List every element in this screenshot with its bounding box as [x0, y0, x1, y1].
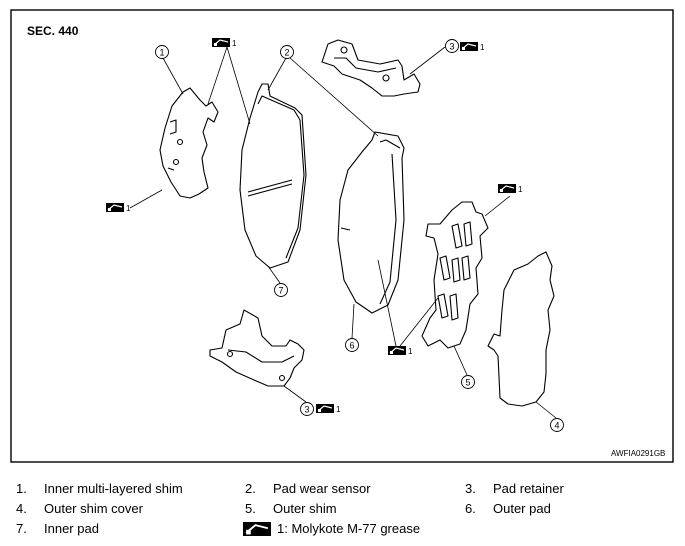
- outer-shim: [421, 201, 489, 349]
- outer-shim-slot: [451, 257, 461, 283]
- svg-text:1: 1: [518, 185, 523, 194]
- grease-mark: 1: [387, 345, 413, 356]
- inner-pad-edge: [285, 119, 305, 259]
- callout-2: 2: [280, 45, 294, 59]
- svg-text:6: 6: [349, 341, 354, 351]
- leader-line: [283, 385, 307, 403]
- leader-line: [409, 46, 446, 75]
- outer-shim-cover: [487, 251, 555, 407]
- retainer-clip: [278, 374, 286, 382]
- callout-7: 7: [274, 283, 288, 297]
- callout-4: 4: [550, 418, 564, 432]
- inner-multi-layered-shim: [159, 87, 219, 199]
- legend-item-5: 5.Outer shim: [245, 501, 337, 516]
- svg-text:1: 1: [480, 43, 485, 52]
- leader-line: [484, 195, 511, 217]
- retainer-clip: [226, 350, 234, 358]
- legend-item-1: 1.Inner multi-layered shim: [16, 481, 183, 496]
- shim-tab: [169, 119, 177, 135]
- leader-line: [377, 259, 397, 347]
- leader-line: [162, 57, 184, 95]
- grease-mark: 1: [211, 37, 237, 48]
- legend-item-7: 7.Inner pad: [16, 521, 99, 536]
- svg-text:1: 1: [232, 39, 237, 48]
- grease-mark: 1: [497, 183, 523, 194]
- callout-3-bottom: 3: [300, 402, 314, 416]
- leader-line: [226, 46, 251, 125]
- parts-legend: 1.Inner multi-layered shim 2.Pad wear se…: [0, 478, 685, 544]
- outer-pad-edge: [379, 139, 401, 149]
- outer-shim-slot: [449, 293, 459, 321]
- diagram-frame: [10, 9, 674, 463]
- shim-hole: [176, 138, 184, 146]
- leader-line: [207, 46, 228, 105]
- leader-line: [129, 189, 163, 209]
- grease-mark: 1: [105, 202, 131, 213]
- legend-item-2: 2.Pad wear sensor: [245, 481, 371, 496]
- svg-text:1: 1: [126, 204, 131, 213]
- leader-line: [267, 57, 287, 91]
- inner-pad-groove: [247, 179, 293, 193]
- svg-text:5: 5: [465, 378, 470, 388]
- leader-line: [399, 297, 439, 347]
- outer-shim-slot: [437, 293, 449, 319]
- outer-shim-slot: [439, 255, 451, 281]
- pad-retainer-fold: [334, 57, 397, 73]
- outer-shim-slot: [461, 255, 471, 281]
- leader-line: [453, 345, 468, 376]
- inner-pad-edge: [257, 95, 301, 121]
- svg-text:3: 3: [449, 42, 454, 52]
- grease-mark: 1: [459, 41, 485, 52]
- outer-shim-slot: [463, 221, 473, 247]
- svg-text:7: 7: [278, 286, 283, 296]
- shim-hole: [172, 158, 180, 166]
- legend-item-4: 4.Outer shim cover: [16, 501, 143, 516]
- svg-text:1: 1: [336, 405, 341, 414]
- svg-text:1: 1: [408, 347, 413, 356]
- callout-6: 6: [345, 338, 359, 352]
- pad-retainer-top: [321, 39, 421, 97]
- outer-shim-slot: [451, 223, 463, 249]
- leader-line: [289, 57, 379, 137]
- pad-retainer-bottom: [209, 309, 305, 387]
- inner-pad-groove: [247, 183, 293, 197]
- figure-code: AWFIA0291GB: [611, 449, 665, 458]
- grease-icon: [243, 521, 271, 536]
- legend-item-3: 3.Pad retainer: [465, 481, 564, 496]
- retainer-clip: [340, 46, 348, 54]
- svg-text:3: 3: [304, 405, 309, 415]
- callout-1: 1: [155, 45, 169, 59]
- leader-line: [535, 401, 557, 419]
- inner-pad: [239, 83, 307, 269]
- grease-mark: 1: [315, 403, 341, 414]
- legend-item-6: 6.Outer pad: [465, 501, 551, 516]
- outer-pad: [337, 131, 405, 314]
- outer-pad-mark: [340, 227, 351, 231]
- legend-grease: 1: Molykote M-77 grease: [243, 521, 420, 536]
- retainer-clip: [382, 74, 390, 82]
- svg-text:2: 2: [284, 48, 289, 58]
- callout-3-top: 3: [445, 39, 459, 53]
- leader-line: [267, 265, 281, 284]
- svg-text:1: 1: [159, 48, 164, 58]
- shim-slot: [167, 167, 175, 171]
- svg-text:4: 4: [554, 421, 559, 431]
- section-label: SEC. 440: [27, 24, 79, 38]
- callout-5: 5: [461, 375, 475, 389]
- pad-retainer-fold: [227, 349, 295, 363]
- leader-line: [351, 303, 355, 339]
